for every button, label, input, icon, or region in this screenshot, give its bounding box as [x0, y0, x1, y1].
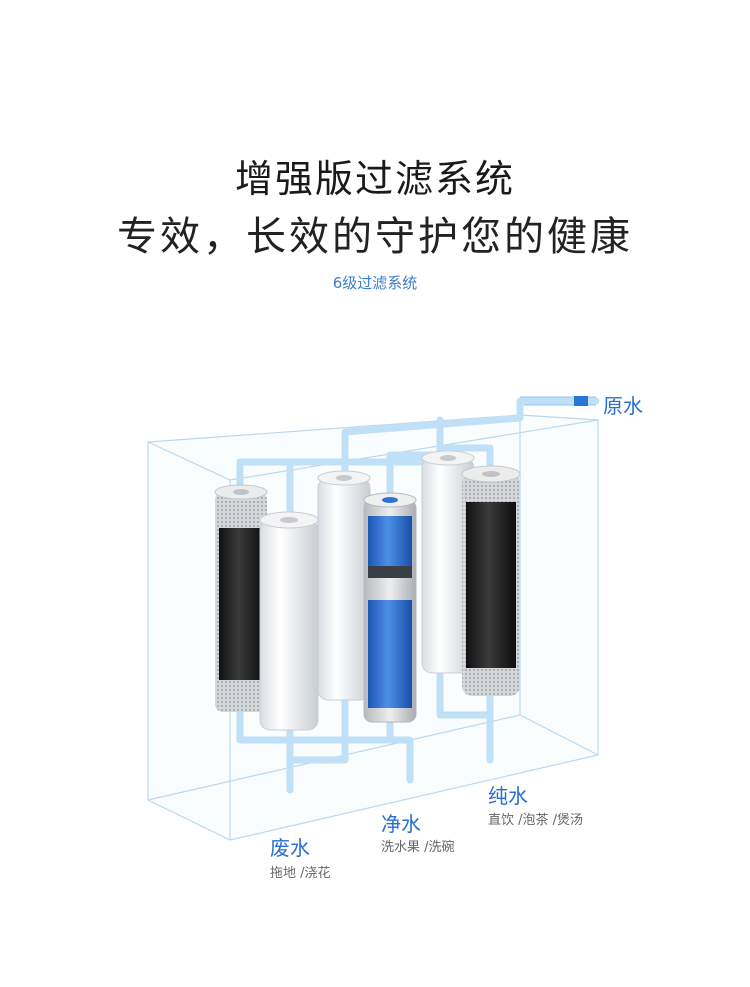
pure-water-desc: 直饮 /泡茶 /煲汤 — [488, 813, 584, 828]
filter-2-pp-cotton — [259, 511, 319, 731]
clean-water-label: 净水 — [381, 812, 421, 836]
filter-4-ro-membrane — [363, 492, 417, 723]
filter-1-carbon-block — [214, 484, 268, 712]
page-title: 增强版过滤系统 — [234, 157, 515, 201]
clean-water-desc: 洗水果 /洗碗 — [381, 840, 455, 855]
waste-water-desc: 拖地 /浇花 — [270, 866, 331, 881]
page-subtitle: 专效，长效的守护您的健康 — [117, 214, 633, 260]
pure-water-label: 纯水 — [488, 784, 528, 808]
waste-water-label: 废水 — [270, 836, 310, 860]
stage-count-tagline: 6级过滤系统 — [332, 274, 418, 292]
raw-water-inlet — [574, 396, 588, 406]
filter-5-post-carbon — [421, 450, 475, 674]
filter-3-pp-cotton — [317, 470, 371, 701]
filter-6-carbon-block — [461, 465, 521, 696]
raw-water-label: 原水 — [603, 394, 643, 418]
